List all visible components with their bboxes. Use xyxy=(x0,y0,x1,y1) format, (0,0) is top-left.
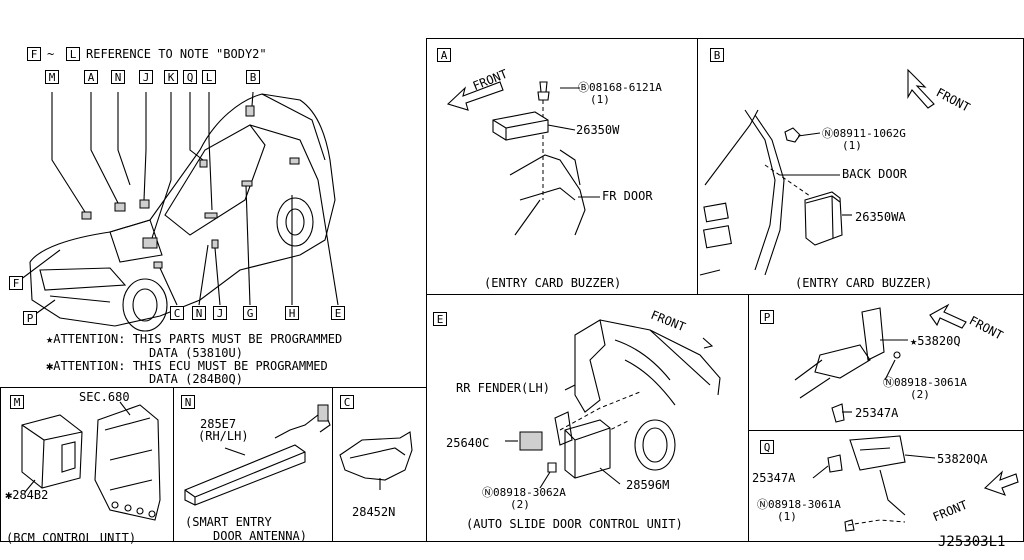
panel-a-key: A xyxy=(437,48,451,62)
callout-a: A xyxy=(84,70,98,84)
panel-p-part1: ★53820Q xyxy=(910,334,961,348)
panel-a-part: 26350W xyxy=(576,123,620,137)
panel-b-part: 26350WA xyxy=(855,210,906,224)
panel-n-part-variant: (RH/LH) xyxy=(198,429,249,443)
callout-p: P xyxy=(23,311,37,325)
panel-p-drawing xyxy=(794,303,967,423)
panel-b-nut-qty: (1) xyxy=(842,139,862,152)
callout-j: J xyxy=(139,70,153,84)
panel-b-drawing xyxy=(699,68,935,276)
callout-h: H xyxy=(285,306,299,320)
panel-b-caption: (ENTRY CARD BUZZER) xyxy=(795,276,933,290)
callout-g: G xyxy=(243,306,257,320)
panel-n-caption2: DOOR ANTENNA) xyxy=(213,529,307,543)
panel-a-caption: (ENTRY CARD BUZZER) xyxy=(484,276,622,290)
attention-parts-data: DATA (53810U) xyxy=(149,346,243,360)
callout-n: N xyxy=(111,70,125,84)
panel-e-drawing xyxy=(505,319,721,489)
panel-e-nut: Ⓝ08918-3062A xyxy=(482,486,566,499)
attention-ecu: ✱ATTENTION: THIS ECU MUST BE PROGRAMMED xyxy=(46,359,328,373)
panel-m-key: M xyxy=(10,395,24,409)
panel-b-nut: Ⓝ08911-1062G xyxy=(822,127,906,140)
callout-k: K xyxy=(164,70,178,84)
callout-m: M xyxy=(45,70,59,84)
callout-e: E xyxy=(331,306,345,320)
callout-f: F xyxy=(27,47,41,61)
panel-e-fender: RR FENDER(LH) xyxy=(456,381,550,395)
panel-n-caption1: (SMART ENTRY xyxy=(185,515,272,529)
panel-q-part1: 25347A xyxy=(752,471,796,485)
panel-b-key: B xyxy=(710,48,724,62)
callout-f-bottom: F xyxy=(9,276,23,290)
panel-p-key: P xyxy=(760,310,774,324)
panel-a-bolt-qty: (1) xyxy=(590,93,610,106)
panel-q-drawing xyxy=(812,435,1019,532)
panel-q-key: Q xyxy=(760,440,774,454)
panel-p-nut: Ⓝ08918-3061A xyxy=(883,376,967,389)
callout-j-bottom: J xyxy=(213,306,227,320)
panel-e-part2: 28596M xyxy=(626,478,670,492)
attention-ecu-data: DATA (284B0Q) xyxy=(149,372,243,386)
panel-c-key: C xyxy=(340,395,354,409)
panel-q-nut: Ⓝ08918-3061A xyxy=(757,498,841,511)
callout-l: L xyxy=(66,47,80,61)
callout-q: Q xyxy=(183,70,197,84)
panel-q-part2: 53820QA xyxy=(937,452,988,466)
panel-a-drawing xyxy=(446,81,600,236)
callout-c: C xyxy=(170,306,184,320)
panel-n-drawing xyxy=(184,404,331,506)
panel-m-sec: SEC.680 xyxy=(79,390,130,404)
panel-c-part: 28452N xyxy=(352,505,396,519)
panel-e-nut-qty: (2) xyxy=(510,498,530,511)
panel-m-part: ✱284B2 xyxy=(5,488,49,502)
panel-e-caption: (AUTO SLIDE DOOR CONTROL UNIT) xyxy=(466,517,683,531)
tilde-symbol: ~ xyxy=(47,47,55,61)
panel-n-key: N xyxy=(181,395,195,409)
panel-n-part: 285E7 xyxy=(200,417,237,431)
diagram-id: J25303L1 xyxy=(938,534,1006,550)
panel-b-back-door: BACK DOOR xyxy=(842,167,908,181)
panel-a-fr-door: FR DOOR xyxy=(602,189,653,203)
vehicle-illustration xyxy=(15,91,339,332)
panel-e-key: E xyxy=(433,312,447,326)
attention-parts: ★ATTENTION: THIS PARTS MUST BE PROGRAMME… xyxy=(46,332,343,346)
callout-b: B xyxy=(246,70,260,84)
panel-p-nut-qty: (2) xyxy=(910,388,930,401)
callout-n-bottom: N xyxy=(192,306,206,320)
panel-m-caption: (BCM CONTROL UNIT) xyxy=(6,531,137,545)
reference-note: REFERENCE TO NOTE "BODY2" xyxy=(86,47,267,61)
panel-c-drawing xyxy=(339,431,413,490)
callout-l-top: L xyxy=(202,70,216,84)
panel-m-drawing xyxy=(21,401,161,521)
panel-frame-c xyxy=(332,387,427,542)
panel-a-bolt: Ⓑ08168-6121A xyxy=(578,81,662,94)
panel-e-part1: 25640C xyxy=(446,436,490,450)
panel-q-nut-qty: (1) xyxy=(777,510,797,523)
panel-p-part2: 25347A xyxy=(855,406,899,420)
